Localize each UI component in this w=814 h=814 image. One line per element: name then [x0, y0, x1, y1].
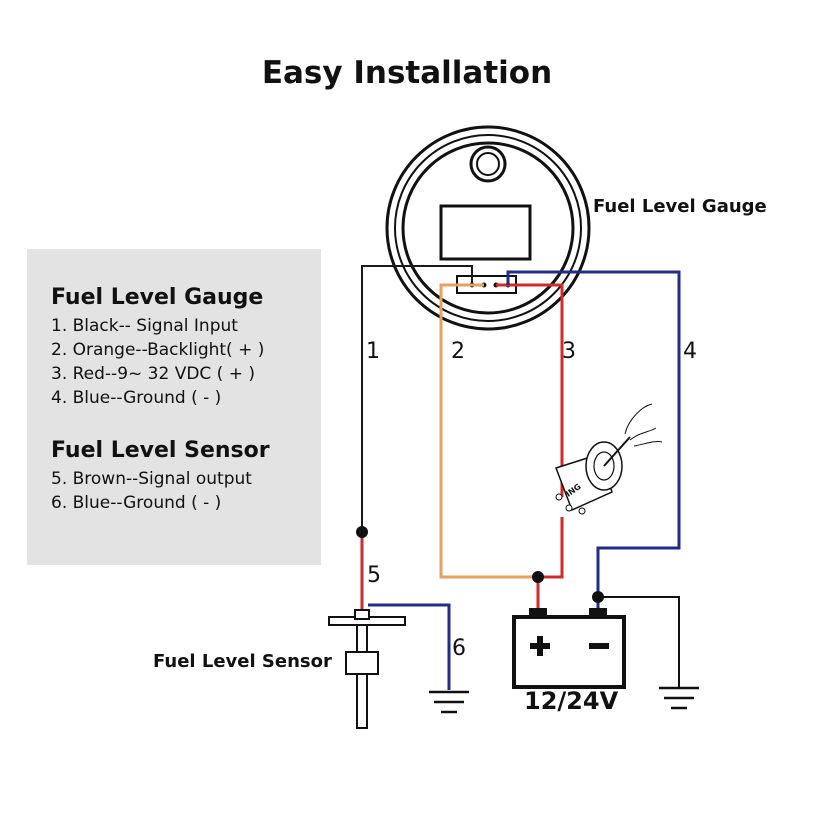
battery-icon	[512, 608, 626, 689]
wire-3-red-lower	[538, 517, 564, 579]
wire-2-orange	[439, 283, 538, 579]
legend-panel: Fuel Level Gauge 1. Black-- Signal Input…	[27, 249, 321, 565]
legend-gauge-item-1: 1. Black-- Signal Input	[51, 316, 238, 336]
wire-number-1: 1	[366, 339, 380, 364]
fuel-gauge-icon	[385, 125, 591, 331]
battery-ground-icon	[659, 686, 699, 710]
wire-number-5: 5	[367, 563, 381, 588]
wire-4-blue	[506, 270, 681, 612]
wire-number-2: 2	[451, 339, 465, 364]
page-title: Easy Installation	[261, 55, 553, 91]
sensor-label: Fuel Level Sensor	[153, 651, 332, 672]
legend-sensor-item-5: 5. Brown--Signal output	[51, 469, 252, 489]
gauge-label: Fuel Level Gauge	[593, 196, 767, 217]
legend-gauge-heading: Fuel Level Gauge	[51, 285, 264, 310]
legend-sensor-heading: Fuel Level Sensor	[51, 438, 270, 463]
junction-dot	[532, 571, 544, 583]
wire-3-red	[496, 283, 564, 497]
wire-number-6: 6	[452, 636, 466, 661]
legend-sensor-item-6: 6. Blue--Ground ( - )	[51, 493, 222, 513]
wire-number-3: 3	[562, 339, 576, 364]
fuel-sensor-icon	[328, 609, 406, 729]
wire-6-blue	[368, 603, 451, 690]
wire-number-4: 4	[683, 339, 697, 364]
battery-ground-wire	[598, 596, 680, 688]
legend-gauge-item-4: 4. Blue--Ground ( - )	[51, 388, 222, 408]
junction-dot	[356, 526, 368, 538]
sensor-ground-icon	[429, 690, 469, 714]
legend-gauge-item-3: 3. Red--9~ 32 VDC ( + )	[51, 364, 255, 384]
battery-voltage-label: 12/24V	[524, 687, 619, 715]
ignition-switch-icon: ING	[555, 403, 663, 515]
legend-gauge-item-2: 2. Orange--Backlight( + )	[51, 340, 265, 360]
wire-1-black	[361, 265, 473, 532]
